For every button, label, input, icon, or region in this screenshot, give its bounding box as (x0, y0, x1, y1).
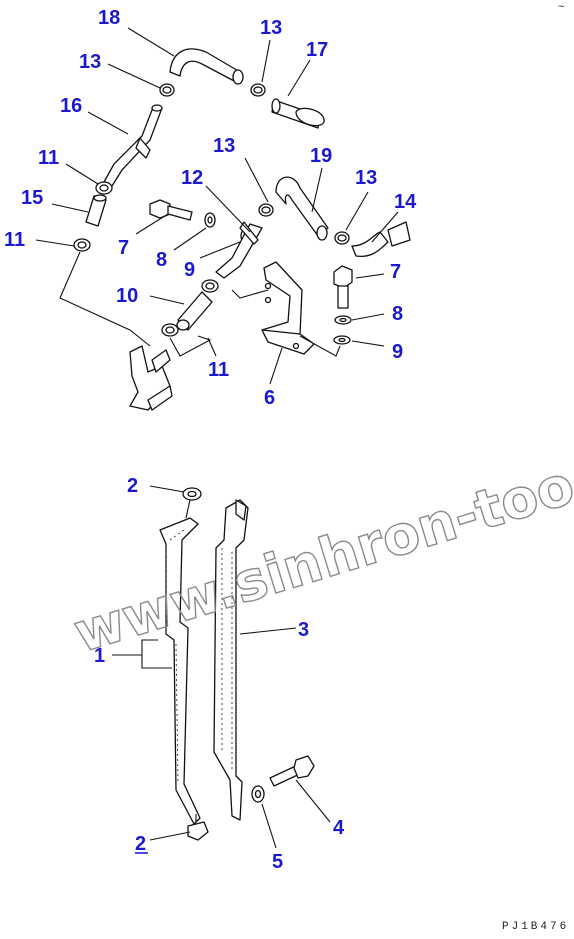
callout-11: 11 (4, 229, 25, 251)
bolt-4 (269, 755, 315, 787)
callout-2: 2 (127, 475, 138, 497)
clamp-11-b (73, 238, 91, 252)
callout-4: 4 (333, 817, 345, 839)
callout-7: 7 (390, 261, 401, 283)
corner-mark: ~ (558, 2, 565, 14)
callout-1: 1 (94, 645, 105, 667)
tube-12 (215, 221, 263, 279)
callout-labels: 18 13 13 17 16 11 15 11 13 19 12 13 14 7… (4, 7, 417, 873)
callout-14: 14 (394, 191, 417, 213)
callout-17: 17 (306, 39, 328, 61)
hose-15 (85, 194, 107, 227)
callout-11: 11 (208, 359, 229, 381)
callout-13: 13 (79, 51, 101, 73)
panel-1 (159, 517, 201, 825)
leader-lines-lower (112, 485, 331, 849)
hose-17 (271, 98, 325, 129)
callout-19: 19 (310, 145, 332, 167)
callout-13: 13 (260, 17, 282, 39)
assembly-lines-upper (59, 251, 341, 357)
callout-2: 2 (135, 833, 146, 855)
panel-3 (213, 499, 249, 821)
callout-6: 6 (264, 387, 275, 409)
clip-2-a (182, 487, 202, 519)
washer-8-b (334, 315, 352, 325)
tube-16 (103, 104, 163, 187)
hose-19 (275, 176, 329, 241)
callout-8: 8 (156, 249, 167, 271)
callout-12: 12 (181, 167, 203, 189)
clip-2-b (187, 814, 209, 841)
clamp-11-d (161, 323, 179, 337)
document-id: PJ1B476 (502, 921, 569, 933)
callout-15: 15 (21, 187, 43, 209)
clamp-13-d (334, 231, 350, 245)
bracket-6 (261, 261, 315, 355)
callout-13: 13 (213, 135, 235, 157)
callout-8: 8 (392, 303, 403, 325)
callout-9: 9 (392, 341, 403, 363)
hose-14 (351, 221, 411, 258)
hose-10 (176, 291, 213, 331)
callout-10: 10 (116, 285, 138, 307)
elbow-pipe (129, 345, 173, 411)
callout-5: 5 (272, 851, 283, 873)
callout-11: 11 (38, 147, 59, 169)
clamp-13-c (258, 203, 274, 217)
clamp-13-a (159, 83, 175, 97)
washer-5 (251, 785, 265, 803)
hose-18 (169, 48, 244, 85)
clamp-11-a (95, 181, 113, 195)
leader-lines-upper (35, 27, 399, 385)
washer-8-a (204, 212, 216, 228)
watermark-text: www.sinhron-too.kz (67, 427, 574, 665)
callout-13: 13 (355, 167, 377, 189)
callout-9: 9 (184, 259, 195, 281)
clamp-11-c (201, 279, 219, 293)
bolt-7-a (149, 199, 193, 221)
callout-16: 16 (60, 95, 82, 117)
callout-7: 7 (118, 237, 129, 259)
callout-18: 18 (98, 7, 120, 29)
callout-3: 3 (298, 619, 309, 641)
clamp-13-b (250, 83, 266, 97)
washer-9-b (333, 335, 351, 345)
bolt-7-b (333, 265, 353, 309)
